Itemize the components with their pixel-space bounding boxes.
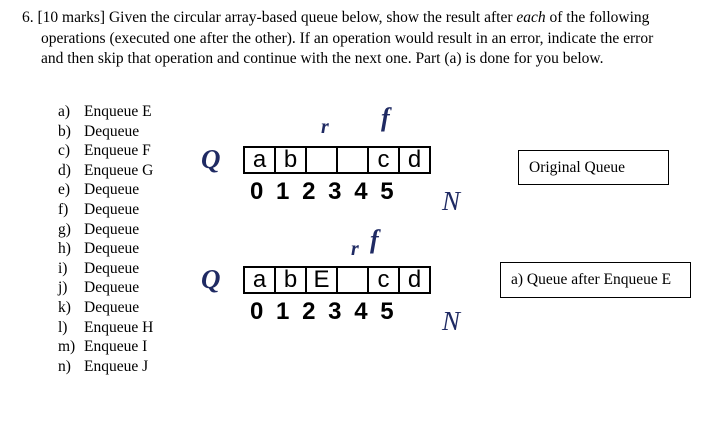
operation-item: j)Dequeue	[58, 279, 140, 297]
queue-name-label: Q	[201, 144, 221, 174]
queue-array: a b E c d	[243, 266, 431, 294]
operation-item: f)Dequeue	[58, 200, 140, 218]
operation-item: e)Dequeue	[58, 181, 140, 199]
array-cell: d	[398, 146, 431, 174]
original-queue-caption: Original Queue	[518, 150, 669, 185]
operation-item: c)Enqueue F	[58, 142, 151, 160]
capacity-label: N	[442, 186, 461, 216]
array-cell: b	[274, 266, 307, 294]
operation-item: n)Enqueue J	[58, 357, 149, 375]
operation-item: g)Dequeue	[58, 220, 140, 238]
operations-list: a)Enqueue E b)Dequeue c)Enqueue F d)Enqu…	[58, 102, 153, 376]
array-cell: d	[398, 266, 431, 294]
front-pointer-label: f	[381, 103, 390, 132]
array-cell	[336, 146, 369, 174]
question-line-3: and then skip that operation and continu…	[41, 50, 604, 67]
array-cell	[305, 146, 338, 174]
operation-item: d)Enqueue G	[58, 161, 154, 179]
array-indices: 012345	[250, 178, 407, 205]
operation-item: l)Enqueue H	[58, 318, 154, 336]
operation-item: m)Enqueue I	[58, 338, 148, 356]
queue-name-label: Q	[201, 264, 221, 294]
question-line-1: 6. [10 marks] Given the circular array-b…	[22, 9, 650, 26]
operation-item: b)Dequeue	[58, 122, 140, 140]
capacity-label: N	[442, 306, 461, 336]
rear-pointer-label: r	[321, 116, 329, 138]
array-cell: E	[305, 266, 338, 294]
rear-pointer-label: r	[351, 238, 359, 260]
array-cell: a	[243, 266, 276, 294]
queue-array: a b c d	[243, 146, 431, 174]
operation-item: a)Enqueue E	[58, 103, 152, 120]
operation-item: h)Dequeue	[58, 240, 140, 258]
queue-after-enqueue-e-caption: a) Queue after Enqueue E	[500, 262, 691, 298]
operation-item: i)Dequeue	[58, 259, 140, 277]
array-cell: c	[367, 146, 400, 174]
array-cell: c	[367, 266, 400, 294]
operation-item: k)Dequeue	[58, 298, 140, 316]
front-pointer-label: f	[370, 225, 379, 254]
array-cell: a	[243, 146, 276, 174]
array-indices: 012345	[250, 298, 407, 325]
array-cell: b	[274, 146, 307, 174]
question-line-2: operations (executed one after the other…	[41, 29, 654, 47]
array-cell	[336, 266, 369, 294]
question-text: 6. [10 marks] Given the circular array-b…	[22, 8, 694, 70]
